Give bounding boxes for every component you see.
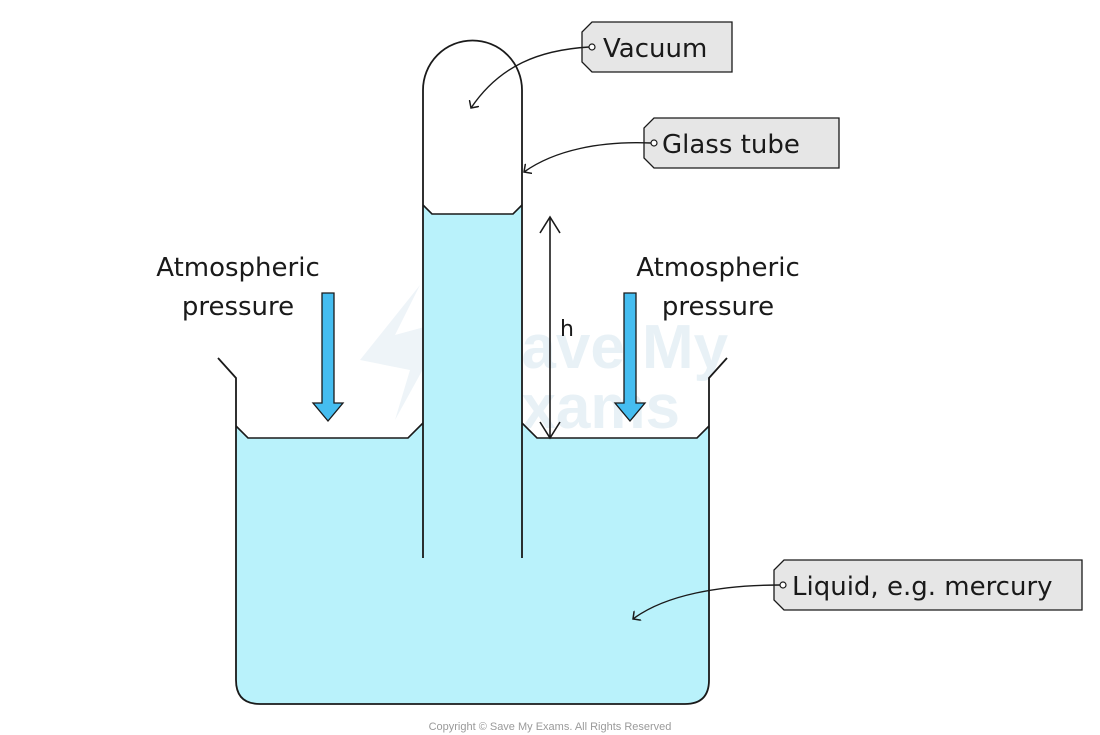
pressure-arrow-right	[613, 292, 647, 423]
liquid-tag: Liquid, e.g. mercury	[773, 559, 1083, 611]
vacuum-label: Vacuum	[603, 34, 707, 64]
glass-tube-label: Glass tube	[662, 130, 800, 160]
liquid-label: Liquid, e.g. mercury	[792, 572, 1053, 602]
liquid-surface	[235, 422, 710, 439]
glass-tube-leader	[524, 142, 652, 172]
liquid-reservoir	[236, 423, 709, 704]
height-arrow	[539, 215, 561, 440]
vacuum-leader	[471, 46, 590, 108]
copyright: Copyright © Save My Exams. All Rights Re…	[429, 721, 672, 733]
glass-tube	[422, 39, 523, 558]
atmospheric-left-line1: Atmospheric	[156, 253, 320, 283]
liquid-column	[423, 205, 522, 558]
atmospheric-right-line2: pressure	[662, 292, 774, 322]
height-label: h	[560, 317, 574, 342]
column-surface	[422, 204, 523, 215]
atmospheric-right-line1: Atmospheric	[636, 253, 800, 283]
vacuum-tag: Vacuum	[581, 21, 733, 73]
pressure-arrow-left	[311, 292, 345, 423]
beaker	[217, 357, 728, 705]
glass-tube-tag: Glass tube	[643, 117, 840, 169]
liquid-leader	[633, 584, 781, 619]
atmospheric-left-line2: pressure	[182, 292, 294, 322]
